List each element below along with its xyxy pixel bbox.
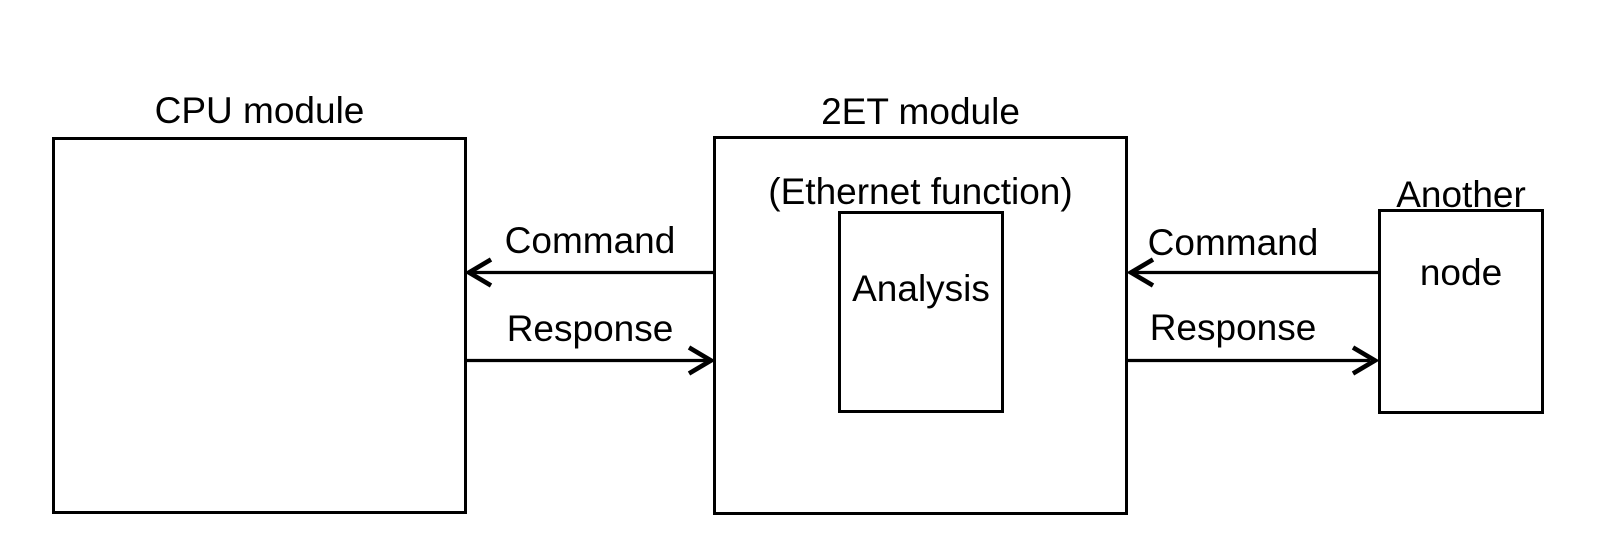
analysis-box xyxy=(838,211,1004,413)
ethernet-module-title-line2: (Ethernet function) xyxy=(768,171,1073,212)
command-arrow-et-to-cpu-solid xyxy=(464,257,713,288)
command-arrow-node-to-et-solid xyxy=(1126,257,1379,288)
cpu-module-title: CPU module xyxy=(154,90,365,131)
another-node-title-line1: Another xyxy=(1396,174,1526,215)
another-node-title-line2: node xyxy=(1419,252,1503,293)
response-label-left: Response xyxy=(506,308,674,349)
ethernet-module-title-line1: 2ET module xyxy=(821,91,1020,132)
ethernet-module-title: 2ET module (Ethernet function) xyxy=(713,52,1128,252)
cpu-module-box xyxy=(52,137,467,514)
another-node-box xyxy=(1378,209,1544,414)
response-label-right: Response xyxy=(1149,307,1317,348)
response-arrow-et-to-node-solid xyxy=(1128,345,1380,376)
analysis-label: Analysis xyxy=(852,268,990,309)
command-label-right: Command xyxy=(1147,222,1319,263)
command-label-left: Command xyxy=(504,220,676,261)
response-arrow-cpu-to-et-solid xyxy=(467,345,716,376)
another-node-title: Another node xyxy=(1378,136,1544,331)
